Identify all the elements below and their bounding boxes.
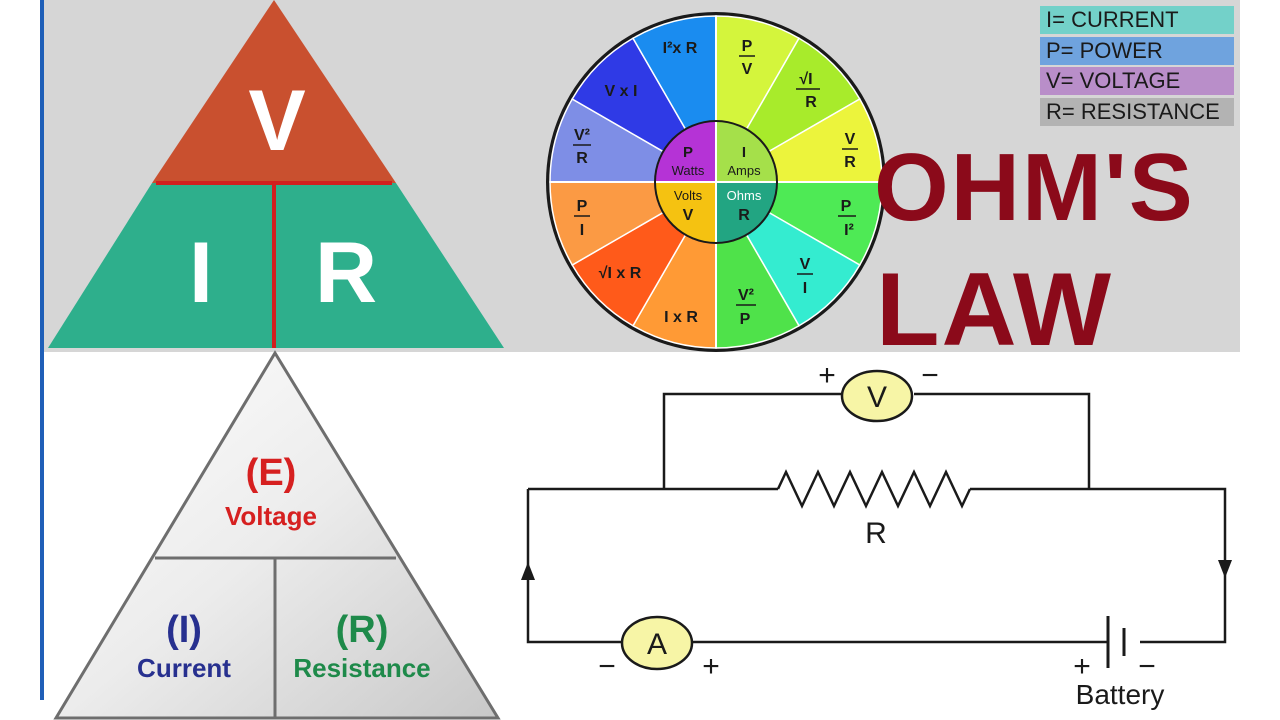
center-voltage-quadrant [656,182,716,242]
current-label: Current [137,653,231,683]
segment-v-over-i-den: I [803,280,807,297]
segment-i2xr: I²x R [663,40,698,57]
legend-resistance: R= RESISTANCE [1040,98,1234,126]
center-resistance-quadrant [716,182,776,242]
vir-triangle: V I R [48,0,504,348]
segment-p-over-v-den: V [742,61,753,78]
voltmeter [840,369,914,423]
resistance-symbol: (R) [336,609,389,651]
ammeter-label: A [647,628,667,661]
segment-v2-over-r-num: V² [574,127,590,144]
center-power-quadrant [656,122,716,182]
battery-label: Battery [1076,679,1165,710]
triangle-top-section [152,0,396,183]
segment-p-over-i2-num: P [841,198,852,215]
wire-top-right [914,392,1091,489]
resistance-label: Resistance [293,653,430,683]
wire-top-left [662,392,842,489]
segment-i-x-r: I x R [664,309,698,326]
voltmeter-label: V [867,381,887,414]
segment-p-over-i2-den: I² [844,222,854,239]
segment-v2-over-p-den: P [740,311,751,328]
center-current-quadrant [716,122,776,182]
left-edge-bar [0,0,44,720]
legend-power: P= POWER [1040,37,1234,65]
wire-right-side [970,487,1227,644]
resistor-label: R [865,517,887,550]
segment-sqrt-i-x-r: √I x R [599,265,642,282]
title-line-1: OHM'S [874,134,1195,241]
segment-p-over-v-num: P [742,38,753,55]
segment-vxi: V x I [605,83,638,100]
resistor-zigzag [776,469,972,509]
ammeter-plus: + [702,650,720,683]
segment-v-over-i-num: V [800,256,811,273]
segment-sqrt-i-over-r-num: √I [799,71,812,88]
current-symbol: (I) [166,609,202,651]
battery-minus: − [1138,650,1156,683]
voltmeter-minus: − [921,359,939,392]
segment-sqrt-i-over-r-den: R [805,94,817,111]
center-volts-label: Volts [674,188,703,203]
current-arrow-down [1218,560,1232,578]
center-watts-label: Watts [672,163,705,178]
ammeter-minus: − [598,650,616,683]
battery-plus: + [1073,650,1091,683]
segment-v2-over-p-num: V² [738,287,754,304]
center-i-symbol: I [742,144,746,161]
center-p-symbol: P [683,144,693,161]
ammeter [620,615,694,671]
voltage-symbol: (E) [246,452,297,494]
center-v-symbol: V [683,207,694,224]
legend-current: I= CURRENT [1040,6,1234,34]
segment-v-over-r-num: V [845,131,856,148]
triangle-r-letter: R [315,225,377,321]
triangle-i-letter: I [189,225,213,321]
center-r-symbol: R [738,207,750,224]
eir-triangle: (E) Voltage (I) Current (R) Resistance [53,350,501,720]
voltage-label: Voltage [225,501,317,531]
right-edge-bar [1240,0,1280,720]
segment-p-over-i-num: P [577,198,588,215]
left-edge-line [40,0,44,700]
segment-v2-over-r-den: R [576,150,588,167]
ohms-law-wheel: P Watts I Amps Volts V Ohms R I²x R V x … [546,12,886,352]
voltmeter-plus: + [818,359,836,392]
title-line-2: LAW [876,252,1114,368]
wire-left-side [526,489,622,644]
segment-p-over-i-den: I [580,222,584,239]
circuit-diagram: V + − R A − + + − Battery [521,359,1232,710]
center-amps-label: Amps [727,163,761,178]
segment-v-over-r-den: R [844,154,856,171]
current-arrow-up [521,562,535,580]
eir-triangle-outline [53,350,501,720]
center-ohms-label: Ohms [727,188,762,203]
triangle-v-letter: V [248,73,305,169]
legend-voltage: V= VOLTAGE [1040,67,1234,95]
